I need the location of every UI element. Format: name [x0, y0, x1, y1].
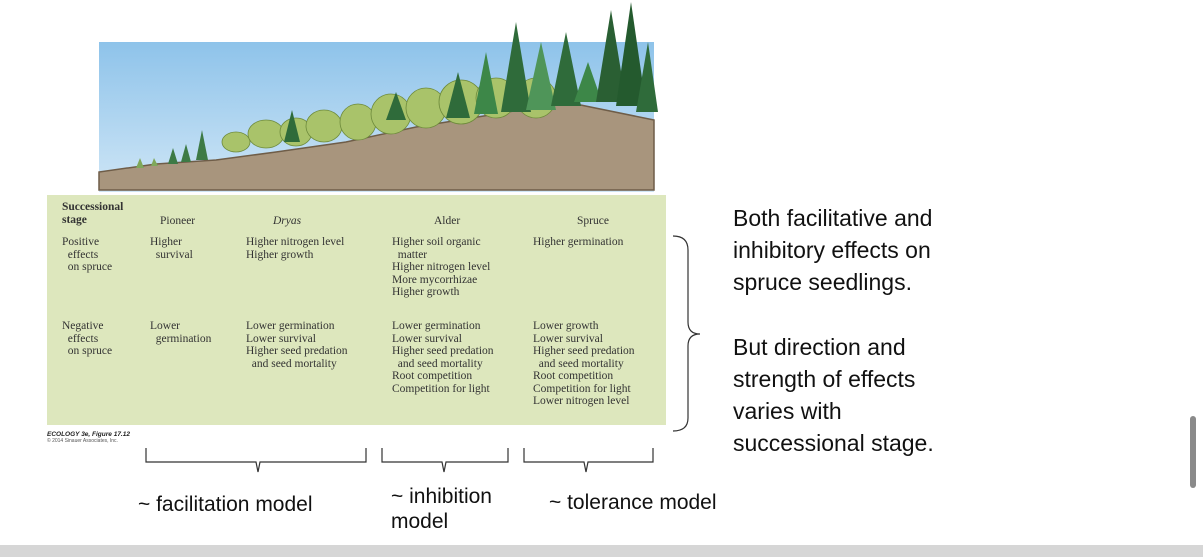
vertical-scrollbar-thumb[interactable]	[1190, 416, 1196, 488]
header-pioneer: Pioneer	[160, 215, 196, 227]
figure-caption: ECOLOGY 3e, Figure 17.12	[47, 431, 130, 438]
row-label-negative: Negative effects on spruce	[62, 320, 113, 357]
header-spruce: Spruce	[577, 215, 609, 227]
spruce-forest	[284, 2, 658, 142]
positive-spruce: Higher germination	[533, 236, 624, 248]
side-text-direction: But direction and strength of effects va…	[733, 334, 934, 456]
right-bracket	[672, 235, 701, 432]
pioneer-conifers	[136, 130, 208, 168]
positive-alder: Higher soil organic matter Higher nitrog…	[392, 236, 491, 298]
soil-slope	[98, 101, 655, 191]
inhibition-bracket	[381, 448, 509, 473]
side-text-facilitative: Both facilitative and inhibitory effects…	[733, 205, 933, 295]
header-dryas: Dryas	[273, 215, 302, 227]
negative-pioneer: Lower germination	[150, 320, 212, 345]
header-alder: Alder	[434, 215, 461, 227]
row-label-positive: Positive effects on spruce	[62, 236, 113, 273]
tolerance-bracket	[523, 448, 654, 473]
header-stage: Successional stage	[62, 201, 124, 226]
succession-illustration-svg	[98, 2, 658, 192]
bottom-bar	[0, 545, 1203, 557]
negative-alder: Lower germination Lower survival Higher …	[392, 320, 494, 395]
spruce-effects-table: Successional stage Pioneer Dryas Alder S…	[47, 195, 666, 425]
positive-dryas: Higher nitrogen level Higher growth	[246, 236, 345, 261]
copyright-caption: © 2014 Sinauer Associates, Inc.	[47, 438, 118, 444]
facilitation-bracket	[145, 448, 367, 473]
negative-dryas: Lower germination Lower survival Higher …	[246, 320, 348, 370]
positive-pioneer: Higher survival	[150, 236, 193, 261]
inhibition-model-label: ~ inhibition model	[391, 485, 492, 533]
negative-spruce: Lower growth Lower survival Higher seed …	[533, 320, 635, 407]
tolerance-model-label: ~ tolerance model	[549, 491, 717, 514]
succession-illustration	[96, 2, 666, 192]
facilitation-model-label: ~ facilitation model	[138, 493, 313, 516]
